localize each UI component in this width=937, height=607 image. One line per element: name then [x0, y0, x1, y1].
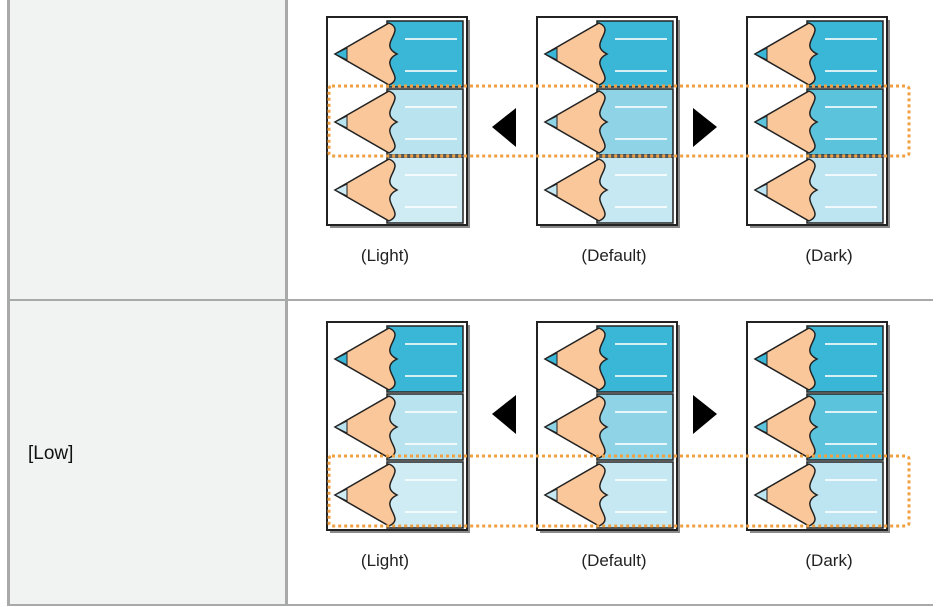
pencil-lead — [596, 393, 674, 461]
pencil-icon — [333, 463, 399, 527]
pencil-icon — [333, 158, 399, 222]
pencil-lead — [386, 88, 464, 156]
caption-default: (Default) — [581, 246, 646, 265]
density-diagram: (Light) (Default) (Dark) — [326, 321, 911, 570]
column-dark — [746, 321, 890, 533]
pencil-lead — [806, 393, 884, 461]
column-default — [536, 321, 680, 533]
pencil-icon — [543, 158, 609, 222]
row-divider — [7, 299, 933, 301]
caption-light: (Light) — [361, 551, 409, 570]
pencil-icon — [753, 463, 819, 527]
arrow-right-icon — [693, 108, 717, 147]
row-content-cell: (Light) (Default) (Dark) — [288, 301, 933, 606]
pencil-lead — [596, 325, 674, 393]
pencil-icon — [543, 463, 609, 527]
pencil-icon — [753, 90, 819, 154]
row-label: [Low] — [28, 443, 74, 464]
pencil-lead — [386, 325, 464, 393]
caption-default: (Default) — [581, 551, 646, 570]
pencil-icon — [753, 327, 819, 391]
row-label-cell: [Low] — [10, 301, 285, 606]
pencil-icon — [333, 22, 399, 86]
column-default — [536, 16, 680, 228]
column-divider — [285, 0, 288, 606]
caption-light: (Light) — [361, 246, 409, 265]
row-label-cell — [10, 0, 285, 299]
pencil-lead — [386, 156, 464, 224]
pencil-icon — [543, 395, 609, 459]
pencil-icon — [543, 90, 609, 154]
table-border-bottom — [7, 604, 933, 606]
pencil-icon — [753, 158, 819, 222]
pencil-lead — [386, 20, 464, 88]
arrow-right-icon — [693, 395, 717, 434]
pencil-lead — [806, 325, 884, 393]
column-light — [326, 321, 470, 533]
pencil-lead — [596, 20, 674, 88]
pencil-icon — [333, 90, 399, 154]
arrow-left-icon — [492, 395, 516, 434]
pencil-icon — [333, 327, 399, 391]
column-light — [326, 16, 470, 228]
settings-table: [Low] (Light) (Default) (Dark) (Light) (… — [7, 0, 933, 606]
column-dark — [746, 16, 890, 228]
pencil-lead — [386, 393, 464, 461]
pencil-lead — [386, 461, 464, 529]
pencil-lead — [806, 20, 884, 88]
pencil-lead — [806, 461, 884, 529]
arrow-left-icon — [492, 108, 516, 147]
caption-dark: (Dark) — [805, 551, 852, 570]
pencil-icon — [753, 395, 819, 459]
pencil-icon — [543, 22, 609, 86]
pencil-icon — [753, 22, 819, 86]
row-content-cell: (Light) (Default) (Dark) — [288, 0, 933, 299]
caption-dark: (Dark) — [805, 246, 852, 265]
pencil-icon — [543, 327, 609, 391]
table-border-left — [7, 0, 10, 606]
density-diagram: (Light) (Default) (Dark) — [326, 16, 911, 265]
pencil-icon — [333, 395, 399, 459]
